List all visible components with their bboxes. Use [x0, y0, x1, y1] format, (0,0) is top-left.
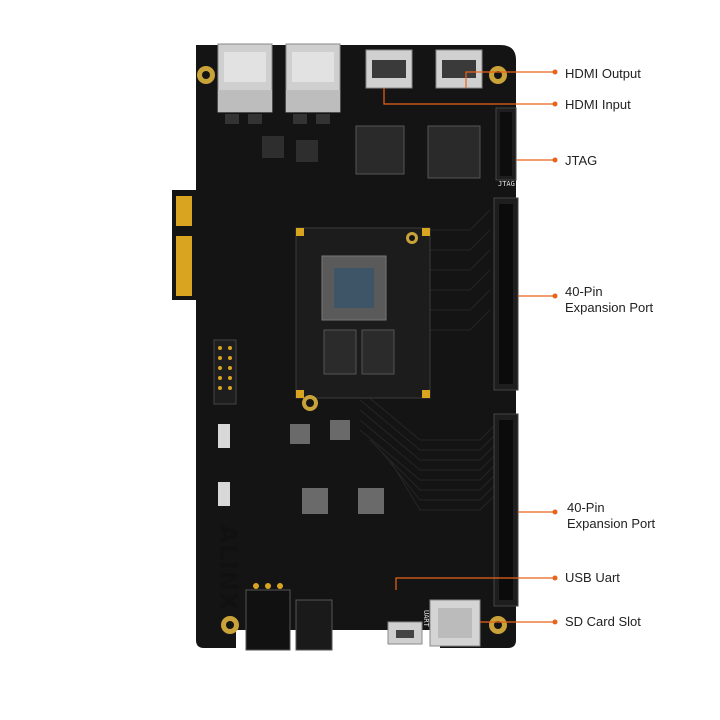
jtag-header — [495, 107, 517, 181]
sd-card-slot — [429, 599, 481, 647]
ethernet-jacks — [217, 43, 341, 124]
callout-expansion-port-upper: 40-Pin Expansion Port — [565, 284, 654, 315]
inductor — [290, 424, 310, 444]
inductor — [302, 488, 328, 514]
pcb-traces — [359, 209, 501, 511]
callout-sd-card-slot: SD Card Slot — [565, 614, 641, 629]
ic-chip — [296, 140, 318, 162]
callout-expansion-port-lower: 40-Pin Expansion Port — [567, 500, 656, 531]
callout-jtag: JTAG — [565, 153, 598, 168]
callout-usb-uart: USB Uart — [565, 570, 620, 585]
push-button — [218, 424, 230, 448]
pin-header — [213, 339, 237, 405]
silk-jtag: JTAG — [498, 180, 515, 188]
power-switch — [245, 583, 291, 651]
expansion-port-upper — [493, 197, 519, 391]
callout-lines — [383, 71, 555, 623]
dc-jack — [295, 599, 333, 651]
ic-chip — [262, 136, 284, 158]
hdmi-connectors — [365, 49, 483, 89]
core-module — [295, 227, 431, 399]
ic-chip — [355, 125, 405, 175]
callout-hdmi-input: HDMI Input — [565, 97, 631, 112]
pcie-gold-fingers — [176, 196, 192, 296]
brand-logo: ALINX — [214, 524, 242, 612]
expansion-port-lower — [493, 413, 519, 607]
usb-mini-connector — [387, 621, 423, 645]
ic-chip — [427, 125, 481, 179]
inductor — [330, 420, 350, 440]
ddr-chip — [361, 329, 395, 375]
callout-dots — [552, 69, 558, 625]
callout-hdmi-output: HDMI Output — [565, 66, 641, 81]
push-button — [218, 482, 230, 506]
inductor — [358, 488, 384, 514]
ddr-chip — [323, 329, 357, 375]
silk-uart: UART — [422, 610, 430, 628]
